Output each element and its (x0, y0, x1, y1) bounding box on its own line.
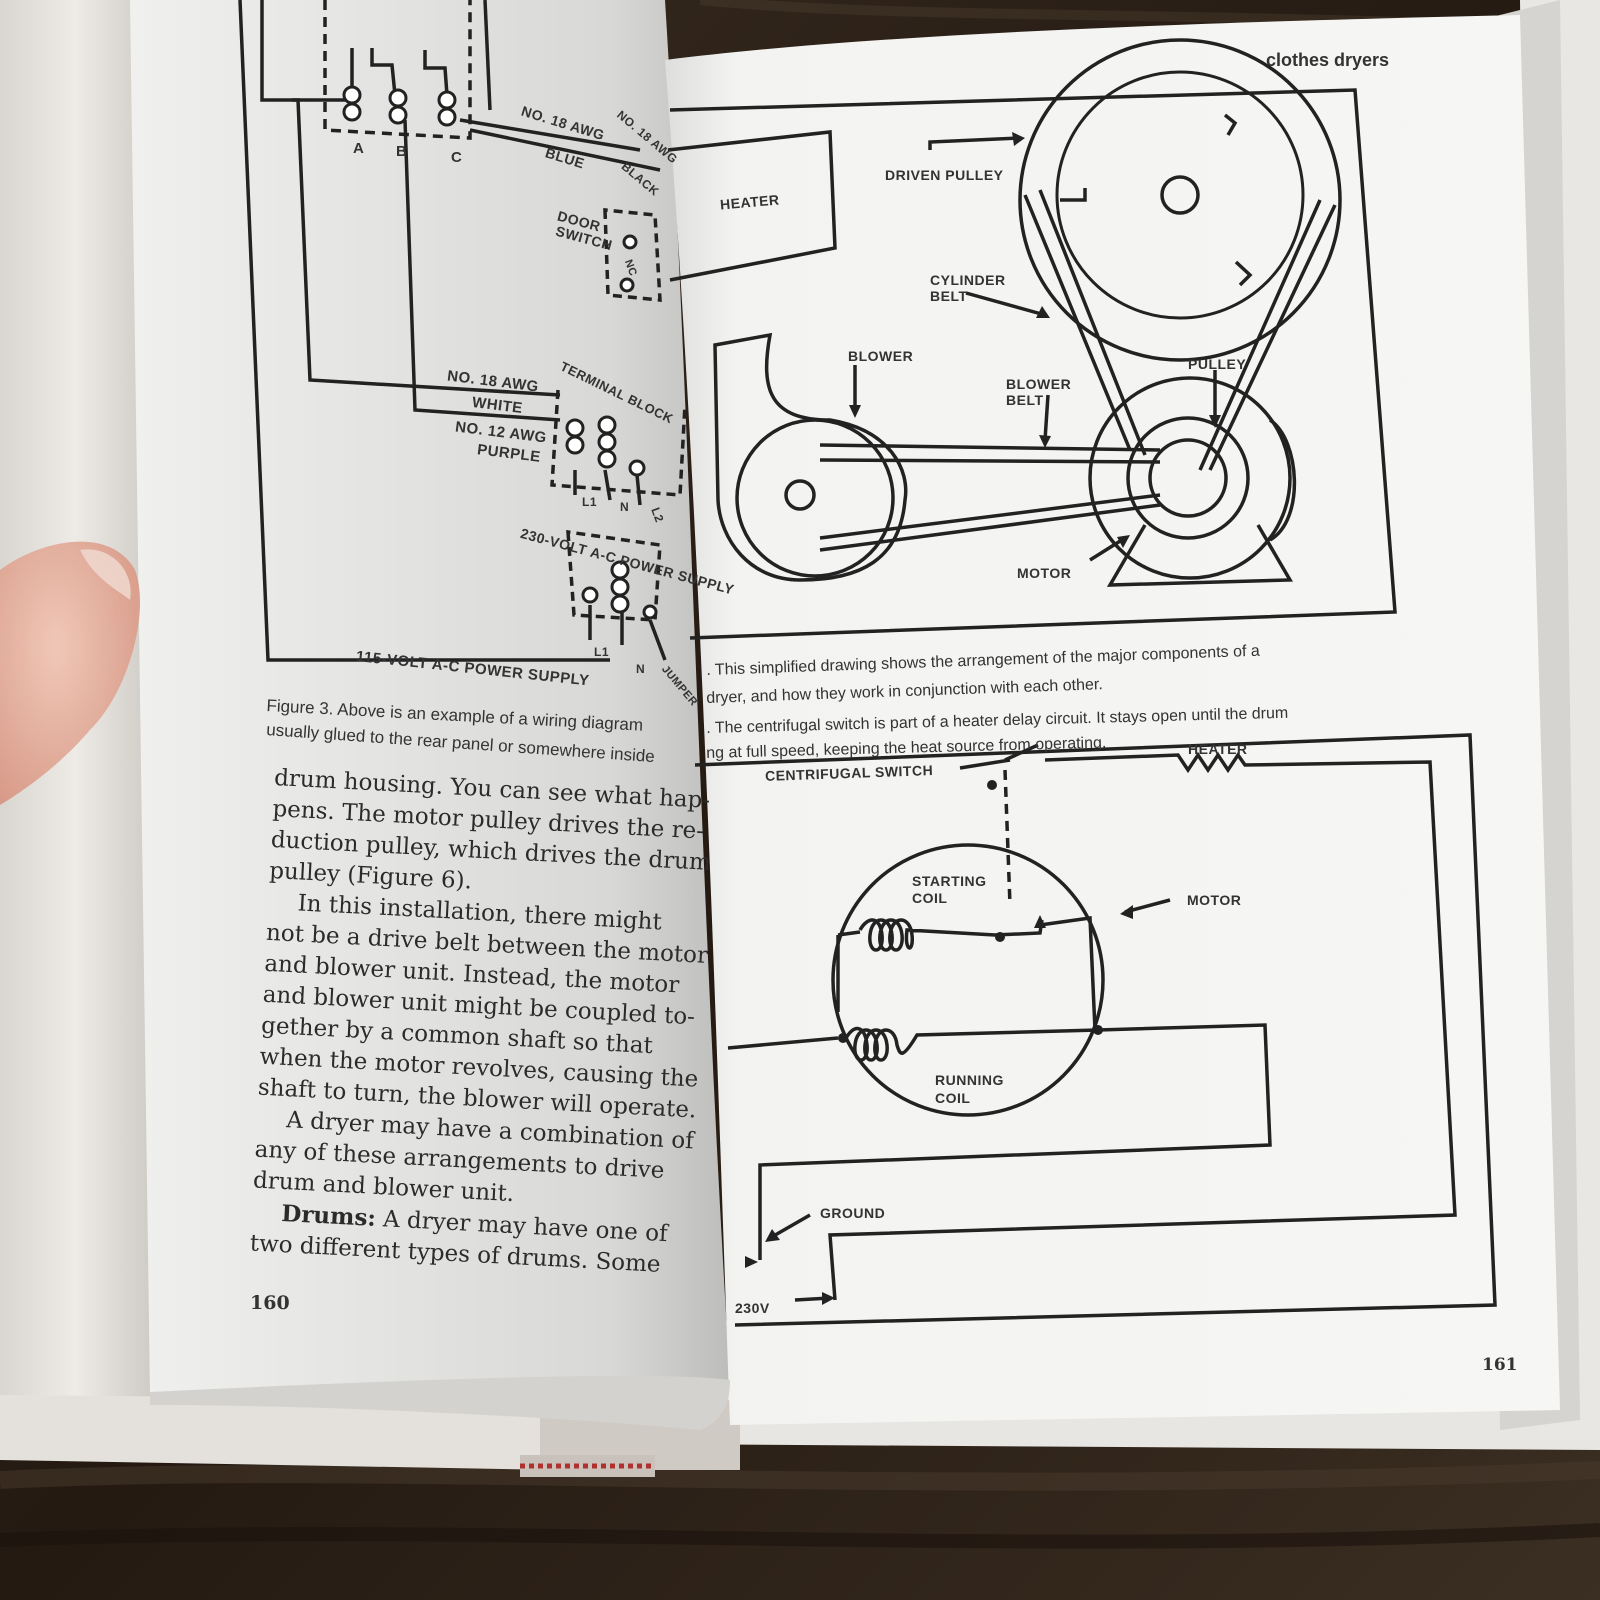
blower-label: BLOWER (848, 348, 914, 364)
motor-label-top: MOTOR (1017, 565, 1072, 581)
motor-label-bottom: MOTOR (1187, 892, 1242, 908)
starting-coil-label-line2: COIL (912, 890, 948, 906)
supply-terminal-l1: L1 (582, 495, 598, 509)
terminal-label-a: A (353, 140, 365, 157)
supply-115-terminal-l1: L1 (594, 645, 610, 659)
cylinder-belt-label-line2: BELT (930, 288, 968, 304)
running-coil-label-line1: RUNNING (935, 1072, 1004, 1088)
drums-heading: Drums: (280, 1199, 377, 1232)
left-page-number: 160 (250, 1292, 290, 1314)
terminal-label-c: C (451, 149, 463, 166)
pulley-label: PULLEY (1188, 356, 1247, 372)
driven-pulley-label: DRIVEN PULLEY (885, 167, 1004, 183)
thumb (0, 541, 140, 805)
left-body-text: drum housing. You can see what hap- pens… (249, 763, 717, 1282)
running-head: clothes dryers (1266, 50, 1390, 70)
heater-label-bottom: HEATER (1188, 741, 1248, 757)
left-page (130, 0, 730, 1393)
voltage-label: 230V (735, 1300, 770, 1316)
right-page-number: 161 (1482, 1355, 1518, 1375)
ground-label: GROUND (820, 1205, 886, 1221)
supply-115-terminal-n: N (636, 662, 646, 676)
blower-belt-label-line2: BELT (1006, 392, 1044, 408)
right-page (665, 15, 1560, 1425)
supply-terminal-n: N (620, 500, 630, 514)
starting-coil-label-line1: STARTING (912, 873, 987, 889)
terminal-label-b: B (396, 143, 408, 160)
cylinder-belt-label-line1: CYLINDER (930, 272, 1006, 288)
running-coil-label-line2: COIL (935, 1090, 971, 1106)
blower-belt-label-line1: BLOWER (1006, 376, 1072, 392)
